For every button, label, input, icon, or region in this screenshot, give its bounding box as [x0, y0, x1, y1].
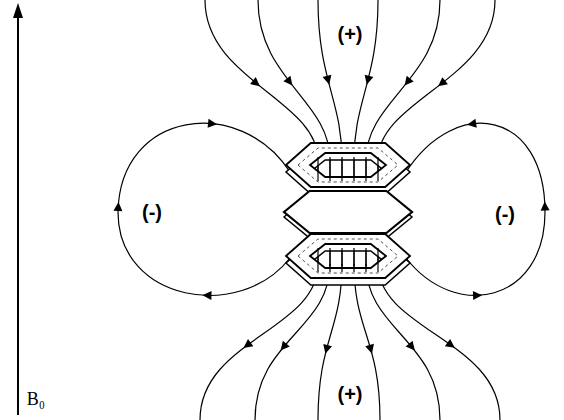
field-sign-label: (+) [336, 23, 365, 45]
field-sign-label: (-) [140, 201, 164, 223]
field-arrowhead [283, 76, 292, 86]
field-arrowhead [467, 119, 477, 128]
field-arrowhead [250, 77, 260, 86]
field-arrowhead [365, 344, 374, 354]
field-sign-label: (-) [493, 203, 517, 225]
upper-electron-ring [286, 143, 410, 187]
ring-plane [284, 191, 412, 233]
field-line [329, 248, 330, 272]
field-arrowhead [281, 341, 290, 351]
field-arrowhead [243, 339, 253, 348]
field-line [341, 248, 342, 272]
field-arrowhead [405, 76, 414, 86]
field-arrowhead [323, 75, 332, 85]
field-line [317, 157, 318, 181]
field-arrowhead [365, 75, 374, 85]
applied-field-arrowhead [13, 3, 23, 18]
lower-electron-ring-shading [298, 239, 398, 273]
field-arrowhead [113, 202, 122, 211]
field-sign-label: (+) [336, 383, 365, 405]
upper-electron-ring-shading [298, 148, 398, 182]
field-arrowhead [323, 344, 332, 354]
field-loop [118, 123, 290, 295]
field-line [353, 157, 354, 181]
field-loop [406, 123, 545, 295]
field-name-label: B₀ [25, 390, 47, 410]
field-line [377, 248, 378, 272]
field-arrowhead [541, 201, 550, 210]
field-line [205, 0, 318, 160]
field-arrowhead [473, 291, 482, 300]
field-line [366, 0, 440, 160]
field-line [378, 0, 495, 160]
field-lines [113, 0, 549, 420]
field-arrowhead [445, 339, 455, 348]
field-line [365, 248, 366, 272]
field-arrowhead [406, 341, 415, 351]
field-line [353, 248, 354, 272]
lower-electron-ring [286, 234, 410, 278]
field-arrowhead [438, 77, 448, 86]
field-line [329, 157, 330, 181]
field-arrowhead [208, 119, 217, 128]
field-line [200, 264, 318, 420]
field-line [377, 157, 378, 181]
benzene-ring [284, 143, 412, 285]
applied-field-arrow [17, 14, 19, 415]
field-line [317, 248, 318, 272]
field-line [366, 264, 440, 420]
field-line [341, 157, 342, 181]
field-line [378, 264, 500, 420]
field-arrowhead [202, 291, 211, 300]
field-line [365, 157, 366, 181]
